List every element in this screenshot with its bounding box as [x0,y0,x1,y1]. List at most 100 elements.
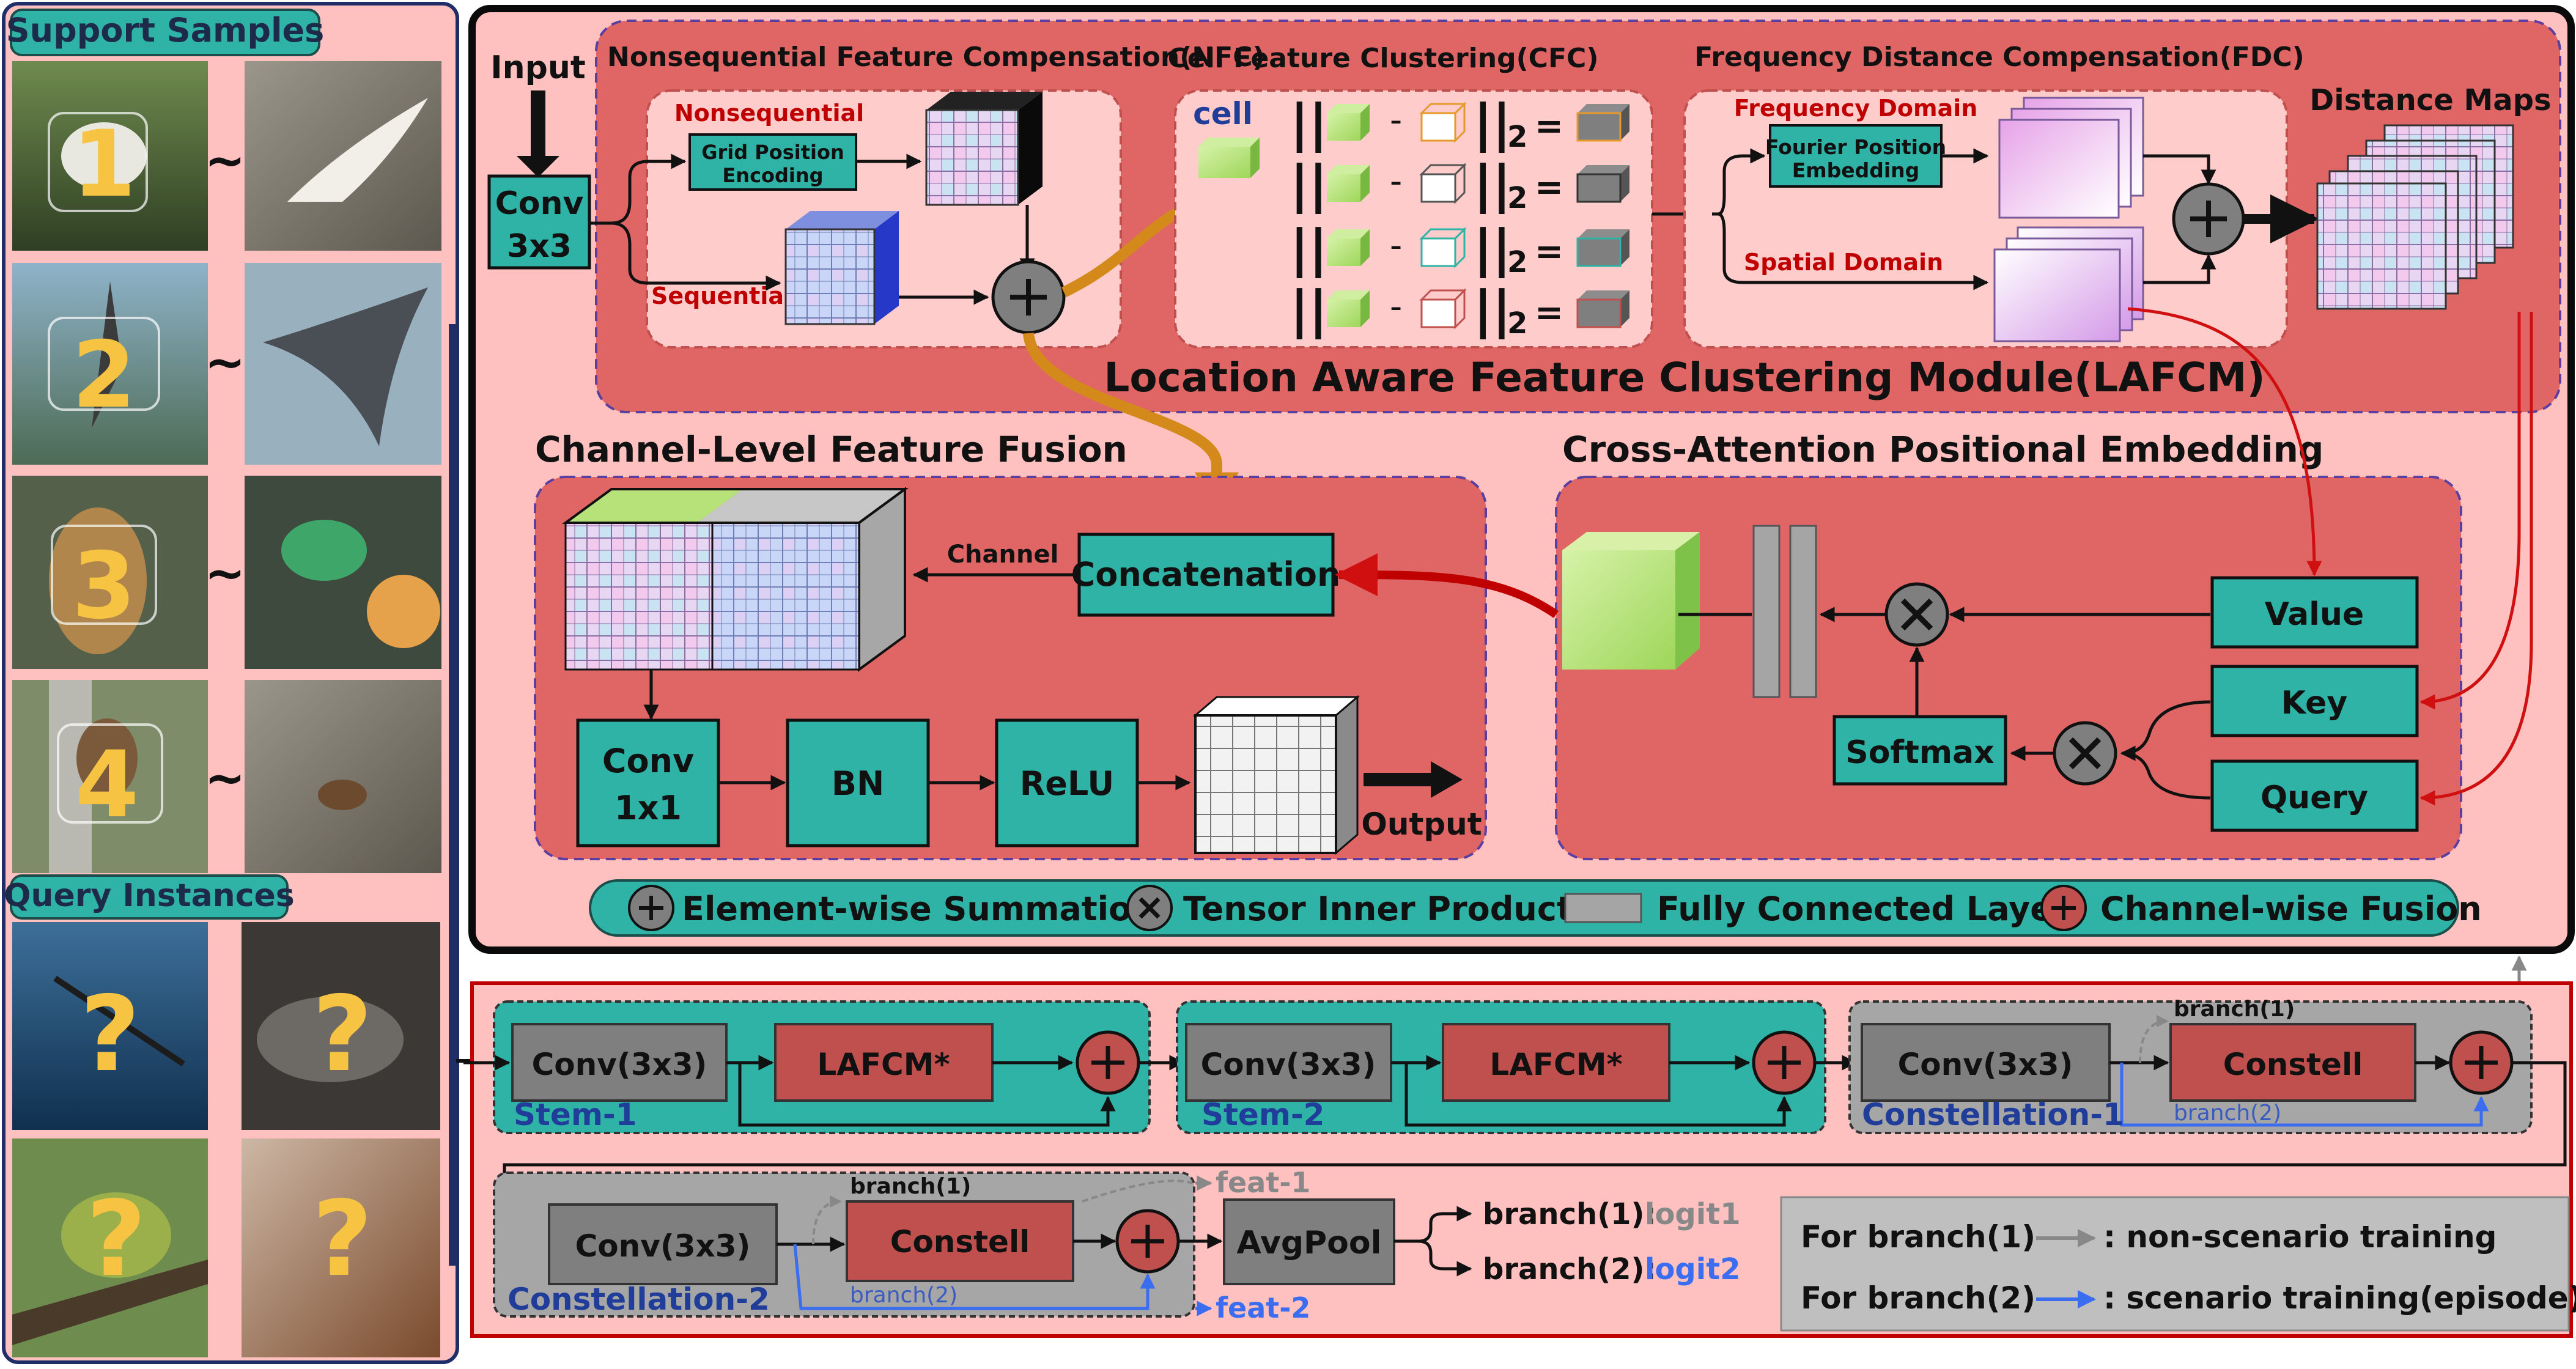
constellation1-branch1-label: branch(1) [2174,997,2295,1022]
constellation2-label: Constellation-2 [507,1282,770,1317]
feat1-line [1082,1179,1193,1203]
stem2-lafcm-label: LAFCM* [1489,1047,1622,1082]
output-arrow-head [1431,761,1463,798]
stem1-label: Stem-1 [514,1097,637,1132]
support-number-4: 4 [75,732,139,838]
query-label: Query [2260,780,2368,816]
svg-text:||: || [1474,93,1511,153]
legend-sum-label: Element-wise Summation [682,890,1155,928]
cell-label: cell [1193,96,1253,131]
fc-layer-2 [1789,525,1817,698]
svg-text:||: || [1474,154,1511,214]
legend-fc-label: Fully Connected Layer [1657,890,2069,928]
support-row-1: 1 ~ [12,61,441,251]
legend-inner-label: Tensor Inner Product [1183,890,1573,928]
cfc-title: Cell Feature Clustering(CFC) [1168,43,1599,74]
attention-to-concat-arrow [1335,553,1559,618]
support-row-2: 2 ~ [12,263,441,465]
constellation1-constell-label: Constell [2223,1047,2363,1082]
constellation2-branch1-arrow [812,1195,842,1245]
query-mark-4: ? [312,1179,373,1300]
legend-fusion-plus-icon [2051,896,2076,920]
support-number-3: 3 [72,533,136,640]
query-instances-badge [10,874,289,920]
fc-layer-1 [1752,525,1781,698]
constellation1-branch2-arrow [2120,1063,2489,1127]
constellation1-conv-label: Conv(3x3) [1898,1047,2073,1082]
stem2-plus-icon [1768,1046,1801,1079]
nfc-to-concat-arrow [1023,332,1239,517]
svg-text:=: = [1535,168,1563,207]
conv3x3-block [487,174,591,270]
conv-to-seq-arrow [611,221,781,291]
avgpool-block [1223,1198,1395,1285]
avgpool-label: AvgPool [1237,1225,1382,1261]
legend-times-icon [1139,897,1161,919]
stem1-conv [511,1023,728,1102]
constellation2-branch2-arrow [793,1244,1156,1310]
constellation2-branch2-label: branch(2) [850,1283,958,1308]
legend-fusion-label: Channel-wise Fusion [2100,890,2482,928]
constellation2-conv-label: Conv(3x3) [575,1228,751,1264]
concatenation-block [1077,533,1335,617]
feat2-label: feat-2 [1216,1291,1310,1324]
support-row-4: 4 ~ [12,680,441,873]
stem1-lafcm [774,1023,994,1102]
fdc-title: Frequency Distance Compensation(FDC) [1694,42,2305,73]
key-label: Key [2281,685,2348,721]
cfc-row-4: || - || 2 = [1290,279,1629,341]
tilde-2: ~ [204,334,245,391]
svg-text:2: 2 [1507,306,1527,341]
conv1x1-line1: Conv [602,742,694,780]
cfc-box [1174,89,1653,349]
key-to-mul-arrow [2120,700,2211,761]
svg-text:||: || [1290,218,1327,278]
value-label: Value [2265,596,2364,633]
tilde-3: ~ [204,545,245,602]
softmax-label: Softmax [1845,734,1994,771]
to-spatial-arrow [1718,212,1989,290]
svg-text:-: - [1390,100,1402,140]
support-number-2: 2 [72,322,136,429]
cfc-row-2: || - || 2 = [1290,154,1629,215]
cfc-rows: || - || 2 = || - || 2 = || [1290,93,1629,341]
legend-plus-icon [639,896,663,920]
svg-text:=: = [1535,232,1563,271]
nonsequential-label: Nonsequential [674,100,864,127]
feat1-label: feat-1 [1216,1166,1310,1199]
freq-to-sum-arrow [2143,154,2216,185]
branch-legend-1-desc: : non-scenario training [2103,1219,2497,1255]
cell-cube-icon [1198,138,1260,178]
fdc-sum-plus-icon [2190,201,2227,237]
conv3x3-line1: Conv [495,185,584,222]
branch-legend-2-label: For branch(2) [1801,1280,2035,1316]
svg-text:-: - [1390,161,1402,201]
query-instances-title: Query Instances [4,877,294,914]
branch-legend-box [1780,1196,2570,1332]
constellation1-plus-icon [2465,1046,2498,1079]
conv3x3-line2: 3x3 [507,228,572,265]
to-fourier-arrow [1712,148,1766,216]
clff-title: Channel-Level Feature Fusion [535,429,1127,470]
query-image-1 [12,922,208,1130]
constellation1-branch1-arrow [2139,1015,2169,1063]
output-cube [1192,695,1360,855]
constellation2-conv [548,1203,778,1285]
grid-pos-line2: Encoding [722,164,823,187]
svg-text:||: || [1474,218,1511,278]
spatial-maps-stack [1993,226,2144,342]
left-panel: Support Samples 1 ~ 2 ~ 3 ~ [2,2,459,1364]
stem1-conv-label: Conv(3x3) [532,1047,707,1082]
svg-text:2: 2 [1507,181,1527,215]
fourier-line1: Fourier Position [1765,135,1946,159]
query-mark-3: ? [86,1179,147,1300]
svg-text:=: = [1535,293,1563,333]
cape-times-icon-bottom [2069,737,2102,770]
legend-fc-icon [1564,893,1642,923]
svg-text:-: - [1390,226,1402,265]
distance-maps-stack [2316,124,2514,310]
query-block [2210,759,2419,832]
query-mark-1: ? [80,974,141,1095]
